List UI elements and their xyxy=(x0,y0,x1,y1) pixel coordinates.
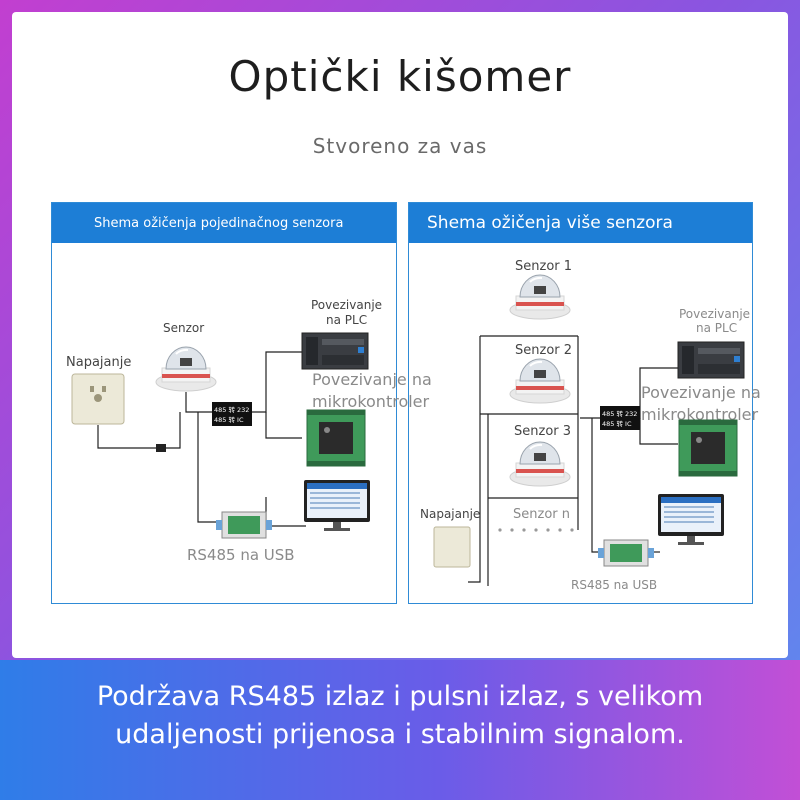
multi-sensor2-label: Senzor 2 xyxy=(515,343,572,358)
power-socket xyxy=(71,373,125,425)
single-computer-monitor xyxy=(304,480,370,531)
single-converter-line1: 485 转 232 xyxy=(214,405,249,414)
multi-converter-line1: 485 转 232 xyxy=(602,409,637,418)
multi-mcu-label-line2: mikrokontroler xyxy=(641,405,759,424)
multi-converter-line2: 485 转 IC xyxy=(602,419,632,428)
multi-mcu-board xyxy=(678,419,738,477)
multi-power-label: Napajanje xyxy=(420,507,480,521)
multi-sensor2-dome xyxy=(509,358,571,404)
single-plc-label-line2: na PLC xyxy=(326,313,367,327)
multi-plc-label-line1: Povezivanje xyxy=(679,307,750,321)
multi-mcu-label-line1: Povezivanje na xyxy=(641,383,761,402)
footer-description: Podržava RS485 izlaz i pulsni izlaz, s v… xyxy=(96,681,704,750)
multi-sensor3-dome xyxy=(509,441,571,487)
single-plc-device xyxy=(301,332,369,370)
single-converter-line2: 485 转 IC xyxy=(214,415,244,424)
single-power-label: Napajanje xyxy=(66,355,131,370)
single-usb-converter xyxy=(215,511,273,539)
single-usb-label: RS485 na USB xyxy=(187,546,295,564)
multi-plc-device xyxy=(677,341,745,379)
multi-plc-label-line2: na PLC xyxy=(696,321,737,335)
multi-computer-monitor xyxy=(658,494,724,545)
single-sensor-panel-header: Shema ožičenja pojedinačnog senzora xyxy=(52,203,396,243)
single-converter-box xyxy=(212,402,252,426)
multi-power-socket xyxy=(433,526,471,568)
single-sensor-panel: Shema ožičenja pojedinačnog senzora xyxy=(51,202,397,604)
single-sensor-diagram: Napajanje Senzor 485 转 232 485 转 IC Pove… xyxy=(66,298,432,564)
multi-usb-label: RS485 na USB xyxy=(571,578,657,592)
multi-sensor1-dome xyxy=(509,274,571,320)
wiring-diagrams: Napajanje Senzor 485 转 232 485 转 IC Pove… xyxy=(66,259,761,592)
single-sensor-label: Senzor xyxy=(163,321,204,335)
footer-banner xyxy=(0,660,800,800)
page-subtitle: Stvoreno za vas xyxy=(312,134,488,158)
single-mcu-board xyxy=(306,409,366,467)
multi-converter-box xyxy=(600,406,640,430)
single-plc-label-line1: Povezivanje xyxy=(311,298,382,312)
single-mcu-label-line2: mikrokontroler xyxy=(312,392,430,411)
single-sensor-dome xyxy=(155,346,217,392)
cable-connector xyxy=(156,444,166,452)
multi-sensor-diagram: Senzor 1 Senzor 2 Senzor 3 Senzor n Napa… xyxy=(420,259,761,592)
multi-sensor-panel-header: Shema ožičenja više senzora xyxy=(409,203,752,243)
multi-sensor-ellipsis xyxy=(498,528,574,532)
multi-sensor3-label: Senzor 3 xyxy=(514,424,571,439)
multi-usb-converter xyxy=(597,539,655,567)
multi-sensor1-label: Senzor 1 xyxy=(515,259,572,274)
single-mcu-label-line1: Povezivanje na xyxy=(312,370,432,389)
page-title: Optički kišomer xyxy=(228,52,572,101)
multi-sensorn-label: Senzor n xyxy=(513,507,570,522)
